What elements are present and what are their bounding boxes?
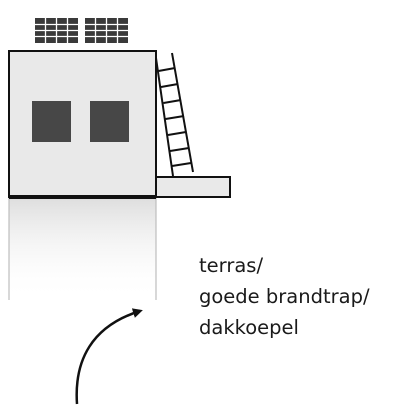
annotation-line-skylight: dakkoepel bbox=[199, 316, 299, 339]
window-right bbox=[90, 101, 129, 142]
rooftop-box bbox=[8, 50, 157, 198]
annotation-line-terrace: terras/ bbox=[199, 254, 264, 277]
solar-panel-right bbox=[85, 18, 128, 43]
annotation-text: terras/ goede brandtrap/ dakkoepel bbox=[199, 250, 404, 343]
terrace bbox=[155, 176, 231, 198]
ladder bbox=[155, 52, 194, 177]
window-left bbox=[32, 101, 71, 142]
building-fade bbox=[9, 197, 156, 300]
pointer-arrow bbox=[75, 308, 143, 405]
solar-panel-left bbox=[35, 18, 78, 43]
annotation-line-fire-escape: goede brandtrap/ bbox=[199, 285, 370, 308]
